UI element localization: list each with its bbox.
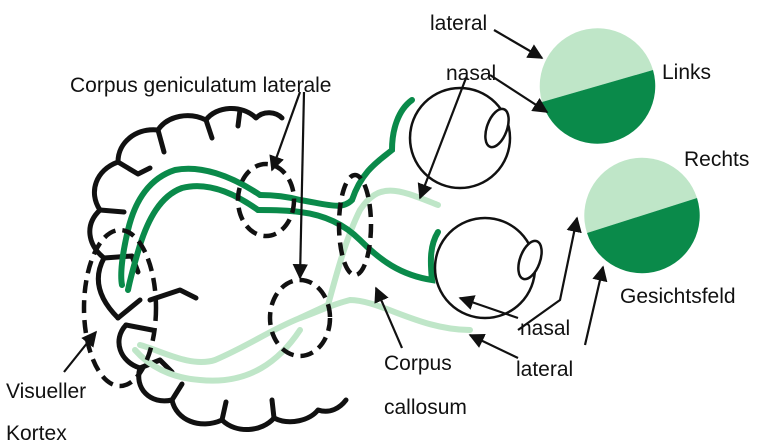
label-rechts: Rechts	[684, 148, 749, 171]
arrow-lateral-top	[494, 30, 542, 58]
label-gesichtsfeld: Gesichtsfeld	[620, 285, 736, 308]
label-links: Links	[662, 61, 711, 84]
visual-field-left	[540, 28, 656, 143]
arrow-corpus-callosum	[376, 288, 402, 348]
visual-field-right	[584, 158, 699, 273]
label-nasal-bottom: nasal	[520, 317, 570, 340]
label-callosum: callosum	[384, 396, 467, 419]
arrow-corpus-geniculatum-right	[300, 92, 304, 278]
label-corpus-geniculatum: Corpus geniculatum laterale	[70, 74, 331, 97]
label-lateral-bottom: lateral	[516, 358, 573, 381]
pathway-dark-radiation-2	[128, 186, 258, 290]
label-nasal-top: nasal	[446, 62, 496, 85]
arrow-lateral-bottom	[585, 267, 603, 345]
label-corpus: Corpus	[384, 352, 452, 375]
label-visueller: Visueller	[6, 380, 86, 403]
label-lateral-top: lateral	[430, 12, 487, 35]
arrow-lateral-bottom-eye	[470, 335, 518, 358]
label-kortex: Kortex	[6, 422, 67, 445]
arrow-corpus-geniculatum-left	[272, 92, 300, 170]
